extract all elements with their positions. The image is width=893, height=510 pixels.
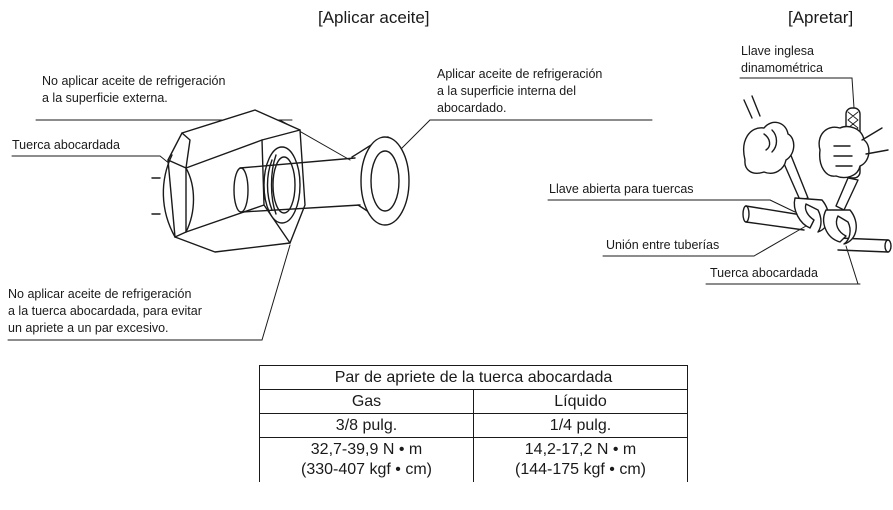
- gas-size-cell: 3/8 pulg.: [259, 413, 474, 438]
- table-row-size: 3/8 pulg. 1/4 pulg.: [259, 413, 688, 438]
- liquid-torque-kgf: (144-175 kgf • cm): [515, 461, 646, 478]
- no-oil-nut-label-line1: No aplicar aceite de refrigeración: [8, 287, 192, 301]
- apply-internal-label-line3: abocardado.: [437, 101, 507, 115]
- table-row-torque: 32,7-39,9 N • m (330-407 kgf • cm) 14,2-…: [259, 437, 688, 482]
- no-oil-external-label-line2: a la superficie externa.: [42, 91, 168, 105]
- table-header-row: Gas Líquido: [259, 389, 688, 414]
- pipe-union-label: Unión entre tuberías: [606, 238, 720, 252]
- torque-wrench-label-line1: Llave inglesa: [741, 44, 814, 58]
- gas-torque-nm: 32,7-39,9 N • m: [310, 441, 423, 458]
- tighten-title: [Apretar]: [788, 8, 854, 27]
- flare-nut-label-left: Tuerca abocardada: [12, 138, 120, 152]
- liquid-torque-cell: 14,2-17,2 N • m (144-175 kgf • cm): [473, 437, 688, 482]
- col-gas-header: Gas: [259, 389, 474, 414]
- torque-table: Par de apriete de la tuerca abocardada G…: [259, 365, 688, 482]
- flare-nut-label-right: Tuerca abocardada: [710, 266, 818, 280]
- table-title: Par de apriete de la tuerca abocardada: [259, 365, 688, 390]
- no-oil-nut-label-line3: un apriete a un par excesivo.: [8, 321, 169, 335]
- no-oil-nut-label-line2: a la tuerca abocardada, para evitar: [8, 304, 202, 318]
- table-title-row: Par de apriete de la tuerca abocardada: [259, 365, 688, 390]
- liquid-torque-nm: 14,2-17,2 N • m: [524, 441, 637, 458]
- col-liquid-header: Líquido: [473, 389, 688, 414]
- liquid-size-cell: 1/4 pulg.: [473, 413, 688, 438]
- gas-torque-kgf: (330-407 kgf • cm): [301, 461, 432, 478]
- apply-internal-label-line1: Aplicar aceite de refrigeración: [437, 67, 603, 81]
- apply-internal-label-line2: a la superficie interna del: [437, 84, 576, 98]
- open-wrench-label: Llave abierta para tuercas: [549, 182, 694, 196]
- gas-torque-cell: 32,7-39,9 N • m (330-407 kgf • cm): [259, 437, 474, 482]
- no-oil-external-label-line1: No aplicar aceite de refrigeración: [42, 74, 226, 88]
- apply-oil-title: [Aplicar aceite]: [318, 8, 430, 27]
- torque-wrench-label-line2: dinamométrica: [741, 61, 823, 75]
